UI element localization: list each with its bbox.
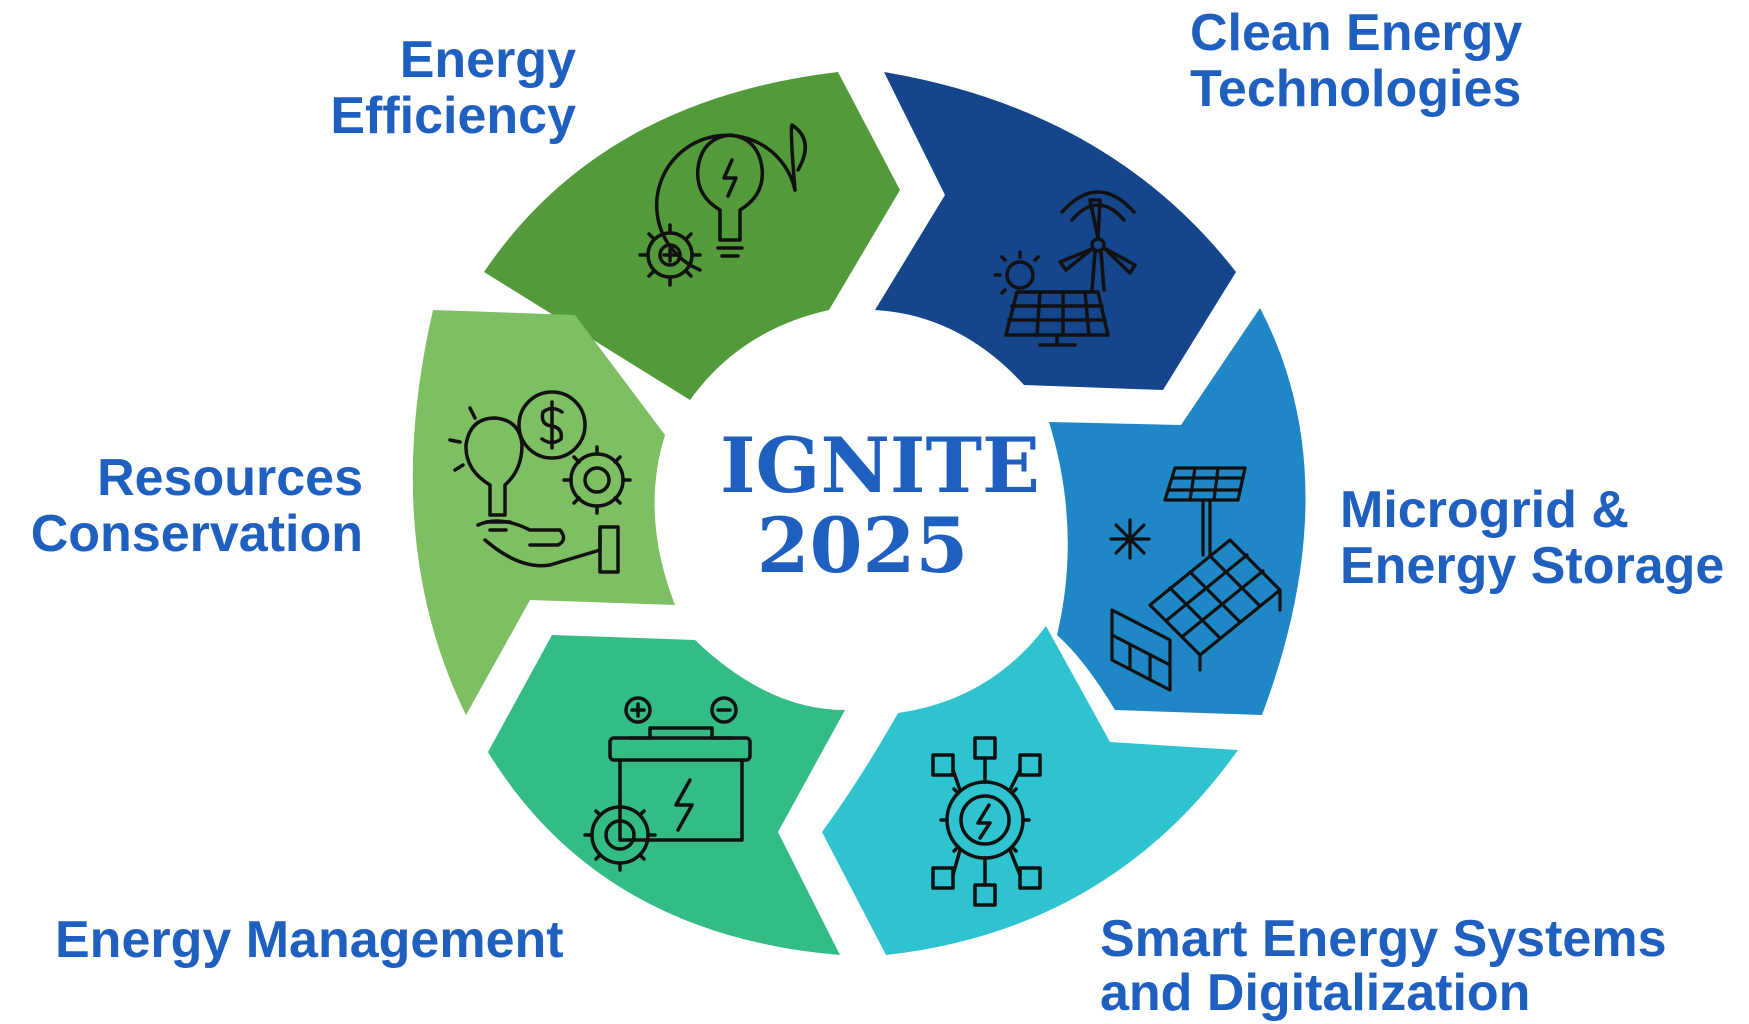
segment-clean-energy-technologies bbox=[875, 72, 1236, 390]
lightbulb-leaf-gear-icon bbox=[638, 123, 807, 287]
ring bbox=[412, 72, 1306, 955]
label-smart-energy-line2: and Digitalization bbox=[1100, 964, 1531, 1022]
battery-gear-icon bbox=[583, 696, 752, 872]
label-resources-line1: Resources bbox=[97, 449, 363, 507]
label-energy-efficiency-line1: Energy bbox=[399, 31, 576, 89]
label-microgrid-energy-storage: Microgrid & Energy Storage bbox=[1340, 482, 1740, 594]
network-gear-bolt-icon bbox=[931, 736, 1042, 907]
label-smart-energy-line1: Smart Energy Systems bbox=[1100, 910, 1667, 968]
center-title-line1: IGNITE bbox=[720, 421, 1040, 510]
center-title-line2: 2025 bbox=[756, 501, 969, 590]
label-resources-conservation: Resources Conservation bbox=[0, 450, 363, 562]
center-circle bbox=[663, 310, 1063, 710]
label-resources-line2: Conservation bbox=[30, 505, 363, 563]
label-energy-efficiency-line2: Efficiency bbox=[330, 87, 576, 145]
label-energy-management: Energy Management bbox=[55, 912, 655, 968]
label-clean-energy-technologies: Clean Energy Technologies bbox=[1190, 5, 1610, 117]
label-energy-management-line1: Energy Management bbox=[55, 911, 564, 969]
segment-energy-efficiency bbox=[484, 72, 900, 400]
label-microgrid-line1: Microgrid & bbox=[1340, 481, 1629, 539]
solar-array-storage-icon bbox=[1109, 466, 1282, 692]
label-clean-energy-line1: Clean Energy bbox=[1190, 4, 1523, 62]
label-microgrid-line2: Energy Storage bbox=[1340, 537, 1725, 595]
label-clean-energy-line2: Technologies bbox=[1190, 60, 1522, 118]
hand-bulb-coin-gear-icon bbox=[448, 390, 632, 574]
label-smart-energy-systems: Smart Energy Systems and Digitalization bbox=[1100, 912, 1740, 1020]
label-energy-efficiency: Energy Efficiency bbox=[240, 32, 576, 144]
segment-resources-conservation bbox=[412, 310, 675, 715]
wind-turbine-solar-panel-icon bbox=[993, 190, 1137, 347]
segment-smart-energy-systems bbox=[822, 626, 1238, 955]
segment-energy-management bbox=[488, 635, 845, 955]
